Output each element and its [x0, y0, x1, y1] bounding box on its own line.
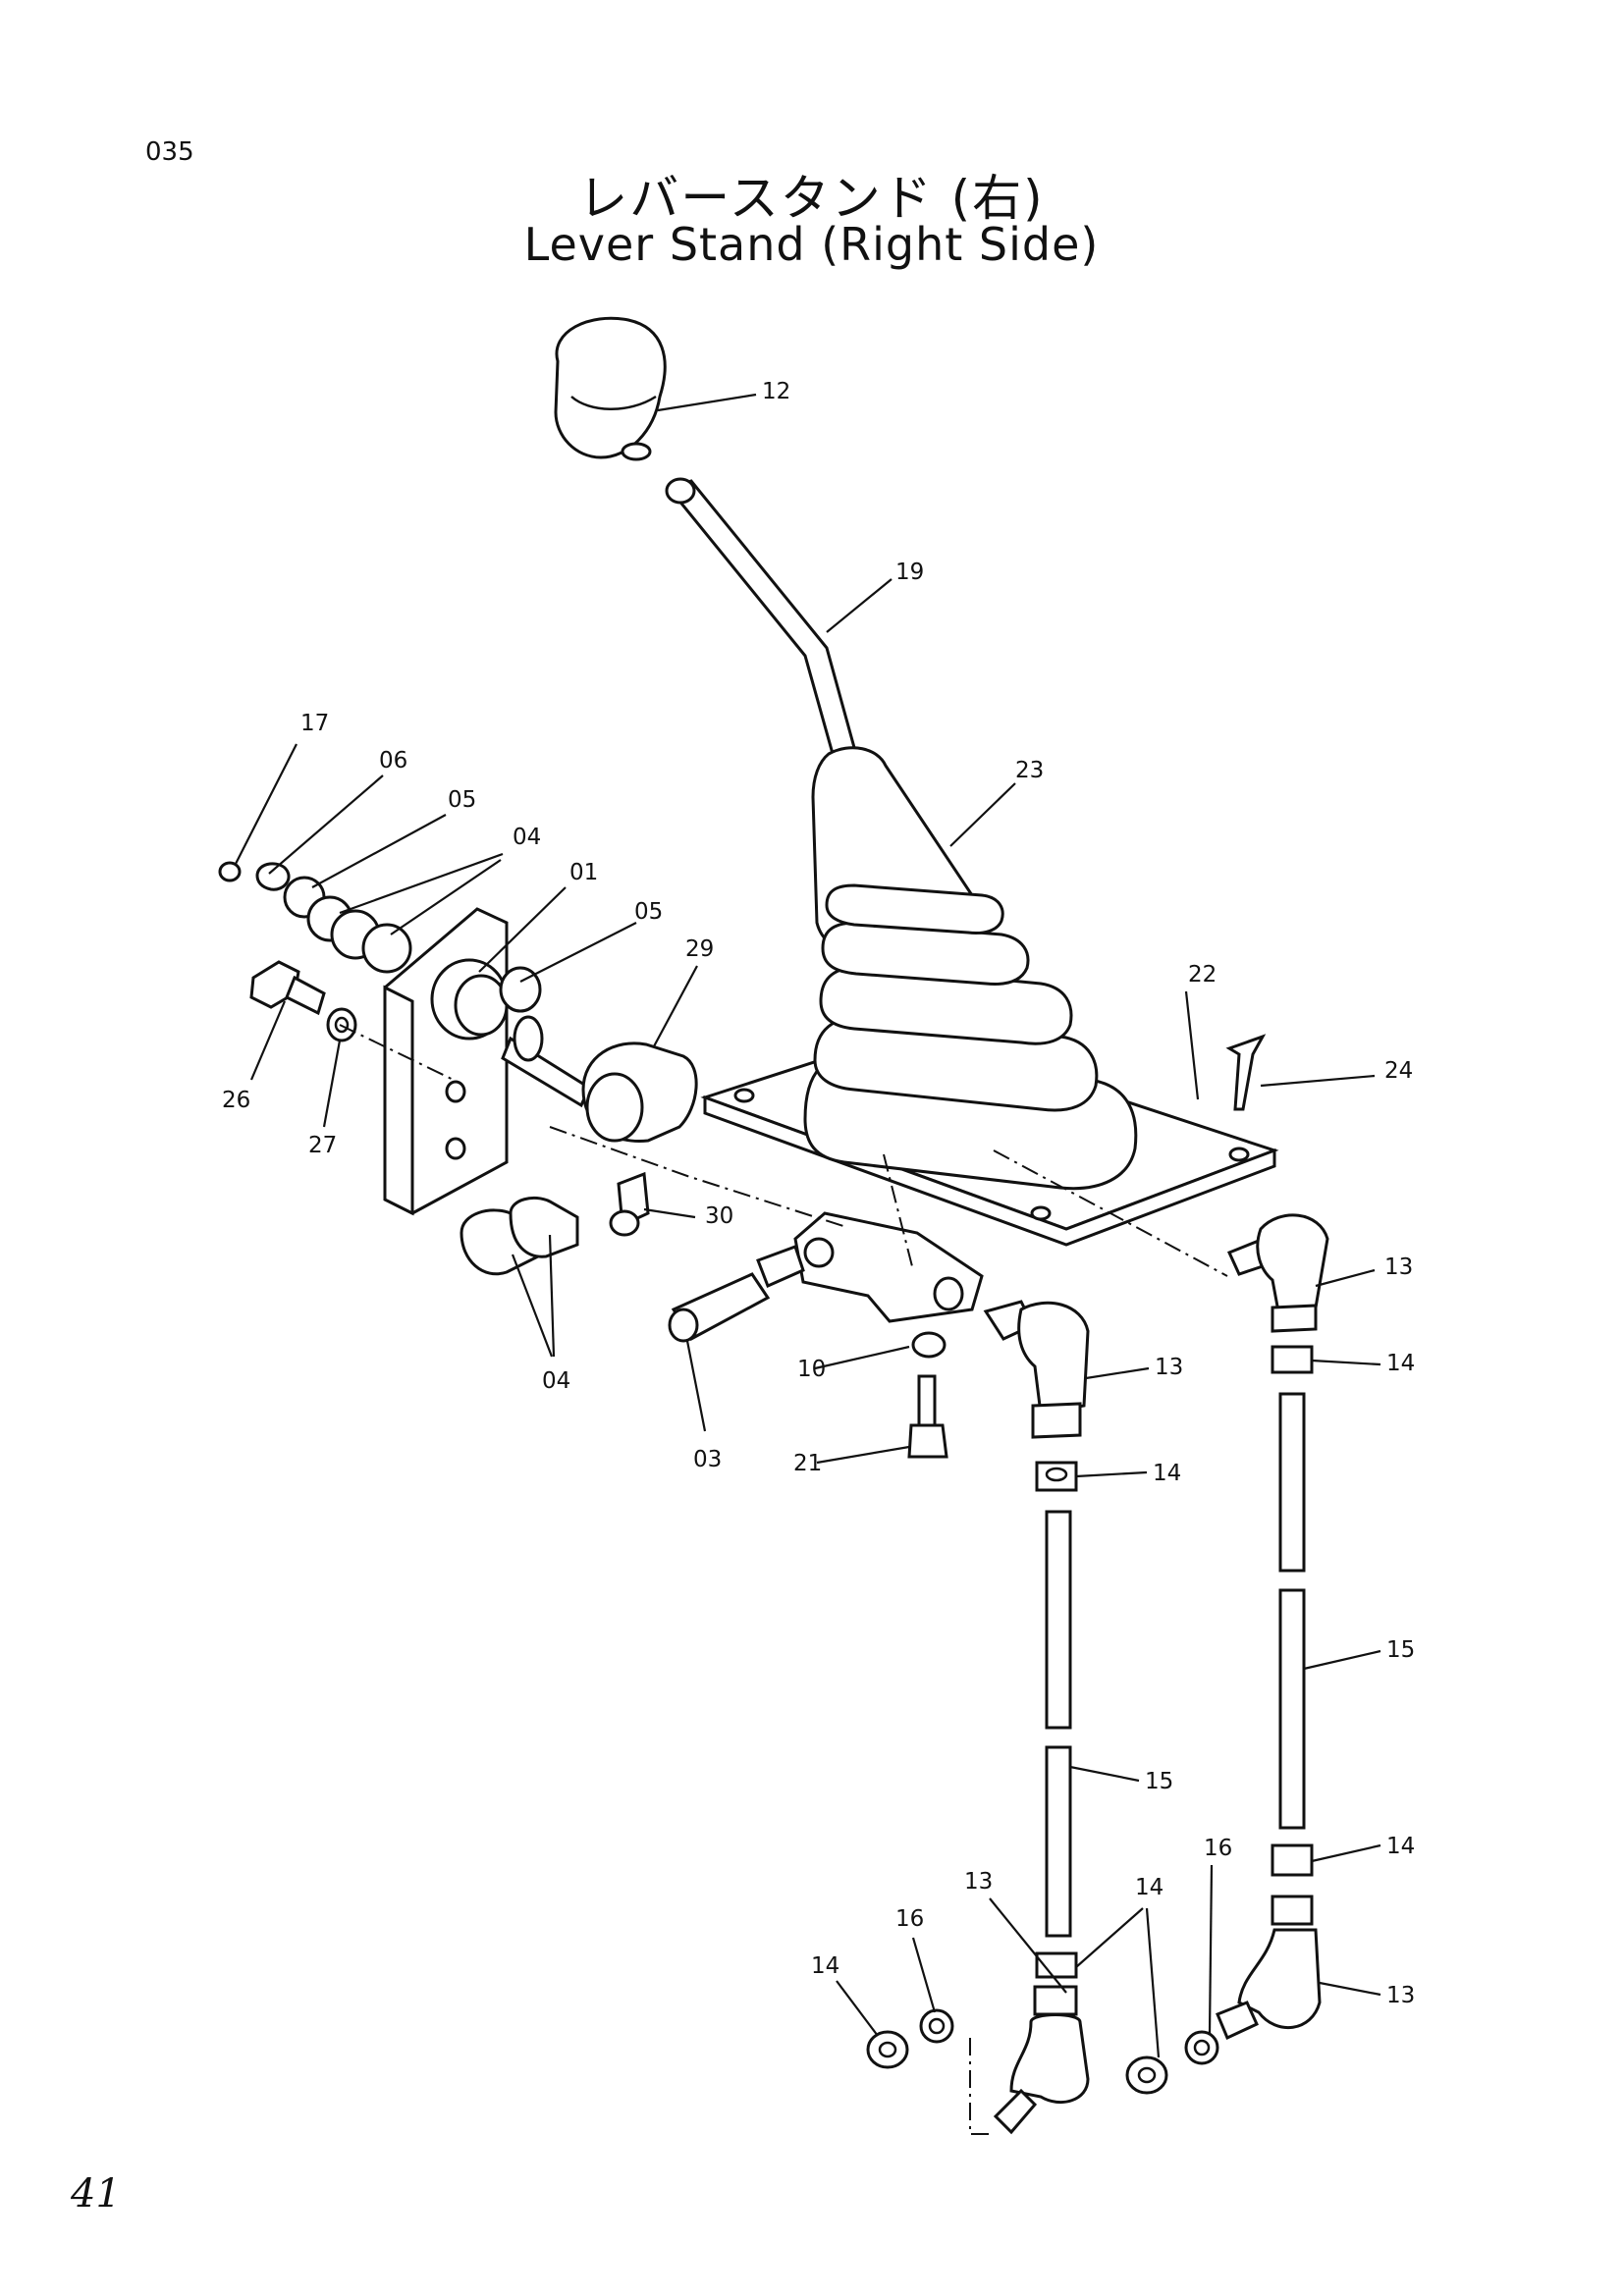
nut-part-14-lower-center [1035, 1951, 1078, 1979]
callout-04-upper: 04 [513, 825, 541, 850]
small-parts-left-upper [218, 861, 542, 1013]
bushing-part-29 [581, 1041, 698, 1143]
callout-15-right: 15 [1386, 1637, 1415, 1663]
callout-14-lower-right: 14 [1386, 1834, 1415, 1859]
callout-14-lower-mid: 14 [1135, 1875, 1163, 1900]
rod-end-part-13-right [1226, 1213, 1329, 1333]
callout-14-lower-left: 14 [811, 1953, 839, 1979]
callout-21: 21 [793, 1451, 822, 1476]
rod-end-part-13-center [983, 1300, 1090, 1439]
nut-part-14-lower-right [1271, 1843, 1314, 1877]
callout-23: 23 [1015, 758, 1044, 783]
rod-part-15-center [1045, 1510, 1072, 1938]
callout-12: 12 [762, 379, 790, 404]
callout-14-center: 14 [1153, 1461, 1181, 1486]
callout-15-center: 15 [1145, 1769, 1173, 1794]
callout-13-lower-center: 13 [964, 1869, 993, 1895]
rod-end-part-13-lower-right [1216, 1895, 1322, 2041]
callout-labels: 12 19 23 22 24 17 06 05 04 01 05 29 26 2… [222, 379, 1415, 2008]
pin-part-03 [668, 1245, 805, 1343]
callout-01: 01 [569, 860, 598, 885]
callout-26: 26 [222, 1088, 250, 1113]
callout-29: 29 [685, 936, 714, 962]
grease-nipple-part-30 [609, 1171, 650, 1237]
knob-part-12 [554, 316, 667, 461]
page-code: 035 [145, 137, 194, 167]
callout-27: 27 [308, 1133, 337, 1158]
lever-base-block [793, 1153, 984, 1323]
bolt-part-21 [907, 1374, 948, 1459]
bellows [803, 883, 1138, 1191]
callout-24: 24 [1384, 1058, 1413, 1084]
nut-part-14-center [1035, 1461, 1078, 1492]
callout-13-lower-right: 13 [1386, 1983, 1415, 2008]
title-japanese: レバースタンド (右) [578, 170, 1045, 227]
screw-part-24 [1225, 1034, 1267, 1111]
lever-rod-part-19 [665, 477, 860, 770]
leader-lines [235, 393, 1381, 2058]
callout-13-right: 13 [1384, 1255, 1413, 1280]
callout-30: 30 [705, 1203, 733, 1229]
collars-part-04 [460, 1197, 579, 1276]
callout-16-right: 16 [1204, 1836, 1232, 1861]
callout-19: 19 [895, 560, 924, 585]
title-english: Lever Stand (Right Side) [523, 218, 1100, 271]
rod-end-part-13-lower-center [993, 1985, 1090, 2135]
callout-06: 06 [379, 748, 407, 774]
nut-part-14-lower-mid [1125, 2056, 1168, 2095]
bracket-plate-part-01 [383, 907, 509, 1216]
nut-part-10 [911, 1331, 947, 1359]
rod-part-15-right [1278, 1392, 1306, 1830]
callout-22: 22 [1188, 962, 1217, 988]
bolt-part-26 [249, 960, 326, 1016]
callout-13-center: 13 [1155, 1355, 1183, 1380]
callout-17: 17 [300, 711, 329, 736]
pivot-shaft [501, 1015, 591, 1108]
callout-05-upper: 05 [448, 787, 476, 813]
callout-10: 10 [797, 1357, 826, 1382]
callout-04-lower: 04 [542, 1368, 570, 1394]
sheet-mark: 41 [71, 2171, 121, 2216]
callout-14-right: 14 [1386, 1351, 1415, 1376]
callout-05-lower: 05 [634, 899, 663, 925]
washer-part-16-lower-mid [1184, 2030, 1219, 2065]
nut-part-14-lower-left [866, 2030, 909, 2069]
assembly-center-lines [339, 1024, 1228, 2135]
callout-16-left: 16 [895, 1906, 924, 1932]
washer-part-16-lower-left [919, 2008, 954, 2044]
nut-part-14-right [1271, 1345, 1314, 1374]
callout-03: 03 [693, 1447, 722, 1472]
